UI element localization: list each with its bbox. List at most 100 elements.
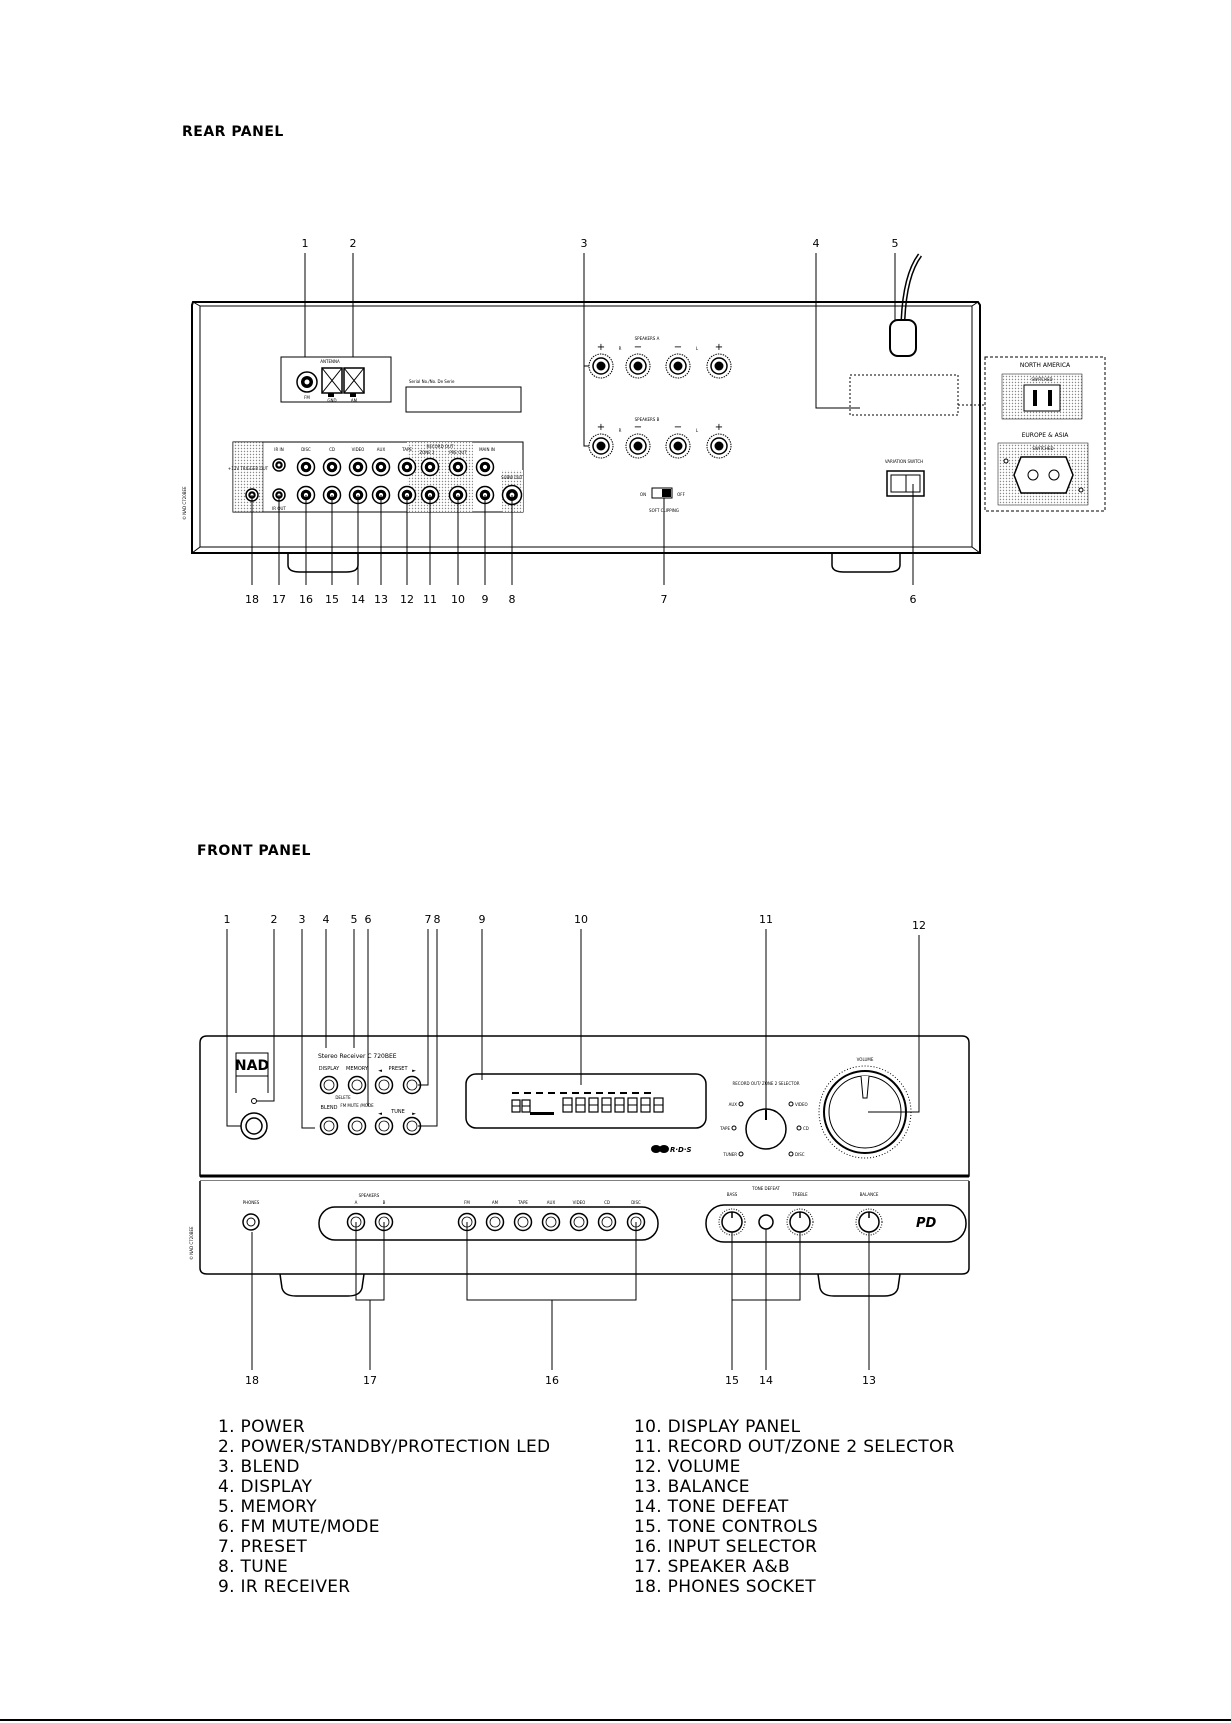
svg-text:VOLUME: VOLUME — [857, 1057, 874, 1062]
svg-text:+: + — [715, 422, 723, 433]
page-bottom-rule — [0, 1719, 1231, 1721]
rear-callout-8: 8 — [509, 593, 516, 606]
front-callout-8: 8 — [434, 913, 441, 926]
legend-item: 13. BALANCE — [634, 1477, 750, 1497]
svg-text:PHONES: PHONES — [243, 1200, 260, 1205]
svg-text:DISPLAY: DISPLAY — [319, 1066, 340, 1072]
front-callout-1: 1 — [224, 913, 231, 926]
svg-text:VIDEO: VIDEO — [795, 1102, 808, 1107]
front-callout-18: 18 — [245, 1374, 259, 1387]
rear-callout-9: 9 — [482, 593, 489, 606]
svg-text:SWITCHED: SWITCHED — [1031, 377, 1052, 382]
svg-text:ZONE 2: ZONE 2 — [419, 450, 435, 455]
svg-text:◄: ◄ — [378, 1111, 382, 1117]
input-label: DISC — [631, 1200, 641, 1205]
front-callout-13: 13 — [862, 1374, 876, 1387]
svg-text:DISC: DISC — [301, 447, 311, 452]
svg-text:−: − — [674, 342, 682, 353]
svg-text:A: A — [355, 1200, 358, 1205]
rear-callout-15: 15 — [325, 593, 339, 606]
rear-callout-1: 1 — [302, 237, 309, 250]
legend-item: 17. SPEAKER A&B — [634, 1557, 791, 1577]
svg-text:−: − — [634, 342, 642, 353]
svg-text:CD: CD — [329, 447, 335, 452]
front-callout-3: 3 — [299, 913, 306, 926]
svg-text:DELETE: DELETE — [335, 1095, 351, 1100]
svg-text:BLEND: BLEND — [321, 1105, 338, 1111]
svg-text:SPEAKERS A: SPEAKERS A — [635, 336, 660, 341]
svg-text:TUNER: TUNER — [722, 1152, 737, 1157]
front-callout-16: 16 — [545, 1374, 559, 1387]
front-callout-11: 11 — [759, 913, 773, 926]
front-callout-10: 10 — [574, 913, 588, 926]
legend-item: 2. POWER/STANDBY/PROTECTION LED — [218, 1437, 551, 1457]
svg-text:+: + — [597, 422, 605, 433]
svg-text:AUX: AUX — [377, 447, 386, 452]
svg-text:EUROPE & ASIA: EUROPE & ASIA — [1022, 432, 1070, 439]
svg-text:CD: CD — [803, 1126, 809, 1131]
svg-text:TUNE: TUNE — [390, 1109, 405, 1115]
svg-text:PRE OUT: PRE OUT — [449, 450, 467, 455]
svg-text:OFF: OFF — [677, 492, 685, 497]
legend-item: 10. DISPLAY PANEL — [634, 1417, 801, 1437]
svg-text:►: ► — [412, 1111, 416, 1117]
input-label: AM — [492, 1200, 499, 1205]
svg-text:AUX: AUX — [729, 1102, 738, 1107]
svg-text:DISC: DISC — [795, 1152, 805, 1157]
input-label: CD — [604, 1200, 610, 1205]
front-callout-9: 9 — [479, 913, 486, 926]
rear-callout-5: 5 — [892, 237, 899, 250]
svg-text:ON: ON — [640, 492, 646, 497]
input-label: TAPE — [517, 1200, 528, 1205]
legend-item: 16. INPUT SELECTOR — [634, 1537, 818, 1557]
front-callout-15: 15 — [725, 1374, 739, 1387]
front-callout-5: 5 — [351, 913, 358, 926]
rca-jacks — [245, 457, 523, 506]
svg-text:AM: AM — [351, 398, 358, 403]
legend-item: 1. POWER — [218, 1417, 306, 1437]
legend-left: 1. POWER 2. POWER/STANDBY/PROTECTION LED… — [218, 1417, 550, 1597]
nad-logo: NAD — [235, 1058, 269, 1074]
svg-text:−: − — [674, 422, 682, 433]
speaker-terminals: ++++−−−− — [588, 342, 732, 459]
svg-text:TONE DEFEAT: TONE DEFEAT — [751, 1186, 780, 1191]
pd-logo: PD — [916, 1216, 937, 1231]
front-callout-2: 2 — [271, 913, 278, 926]
legend-item: 3. BLEND — [218, 1457, 300, 1477]
input-label: FM — [464, 1200, 470, 1205]
svg-text:VIDEO: VIDEO — [352, 447, 365, 452]
svg-text:NORTH AMERICA: NORTH AMERICA — [1020, 362, 1071, 369]
svg-text:+: + — [597, 342, 605, 353]
legend-item: 14. TONE DEFEAT — [634, 1497, 789, 1517]
svg-text:B: B — [383, 1200, 386, 1205]
svg-text:R: R — [619, 346, 622, 351]
rear-callout-7: 7 — [661, 593, 668, 606]
svg-text:MEMORY: MEMORY — [346, 1066, 369, 1072]
svg-text:FM: FM — [304, 395, 310, 400]
svg-text:−: − — [634, 422, 642, 433]
svg-text:IR IN: IR IN — [274, 447, 283, 452]
svg-text:Stereo Receiver C 720BEE: Stereo Receiver C 720BEE — [318, 1053, 397, 1060]
rear-callout-13: 13 — [374, 593, 388, 606]
svg-text:© NAD C720BEE: © NAD C720BEE — [182, 486, 187, 520]
svg-text:Serial No./No. De Serie: Serial No./No. De Serie — [409, 379, 455, 384]
legend-item: 6. FM MUTE/MODE — [218, 1517, 380, 1537]
svg-text:SPEAKERS: SPEAKERS — [359, 1193, 380, 1198]
legend-item: 9. IR RECEIVER — [218, 1577, 351, 1597]
svg-text:SUBW OUT: SUBW OUT — [501, 475, 523, 480]
rear-panel-diagram: 1 2 3 4 5 ANTENNA FM GND AM Serial No./N… — [182, 237, 1106, 606]
legend-right: 10. DISPLAY PANEL 11. RECORD OUT/ZONE 2 … — [634, 1417, 955, 1597]
rear-callout-3: 3 — [581, 237, 588, 250]
svg-text:RECORD OUT: RECORD OUT — [427, 444, 454, 449]
svg-text:◄: ◄ — [378, 1068, 382, 1074]
rear-callout-11: 11 — [423, 593, 437, 606]
legend-item: 11. RECORD OUT/ZONE 2 SELECTOR — [634, 1437, 955, 1457]
svg-text:TAPE: TAPE — [401, 447, 412, 452]
input-label: AUX — [547, 1200, 556, 1205]
svg-text:FM MUTE /MODE: FM MUTE /MODE — [340, 1103, 374, 1108]
svg-text:►: ► — [412, 1068, 416, 1074]
svg-text:BASS: BASS — [727, 1192, 738, 1197]
svg-text:+12V TRIGGER OUT: +12V TRIGGER OUT — [228, 466, 269, 471]
svg-text:© NAD C720BEE: © NAD C720BEE — [189, 1226, 194, 1260]
